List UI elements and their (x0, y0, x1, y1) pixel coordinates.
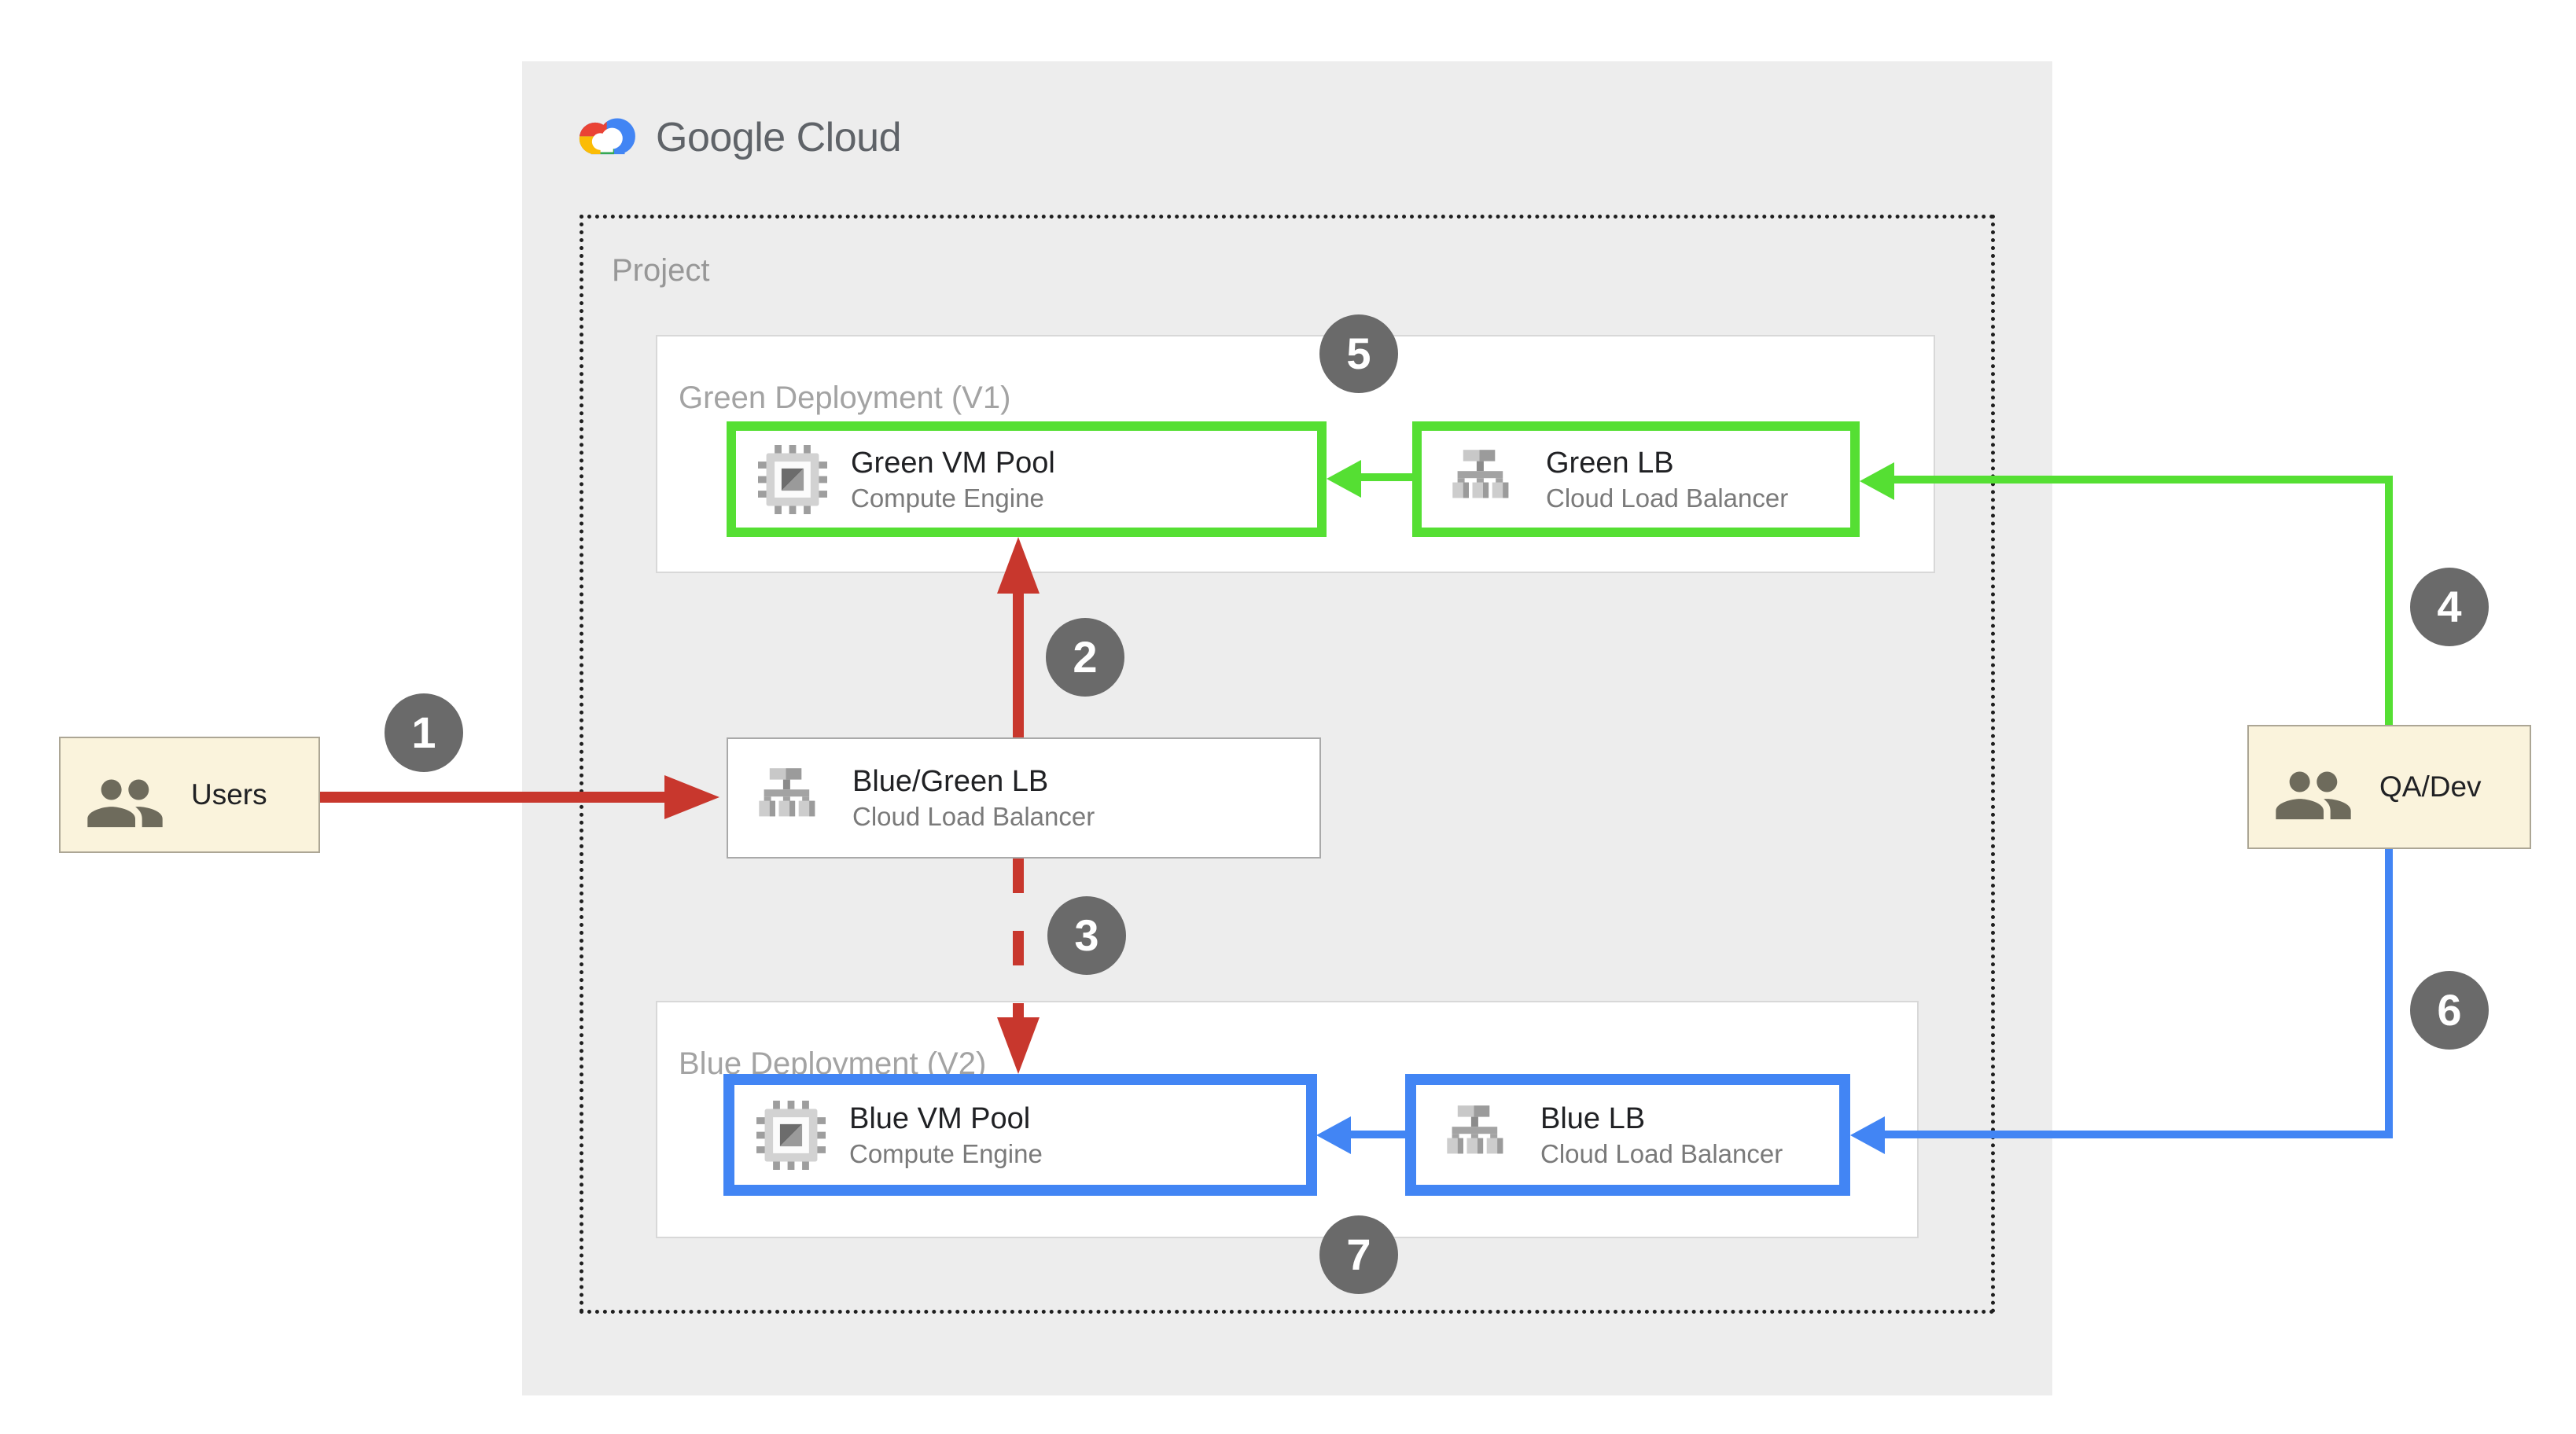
users-actor-box: Users (59, 737, 320, 853)
blue-vm-pool-node: Blue VM Pool Compute Engine (723, 1074, 1317, 1196)
blue-lb-node: Blue LB Cloud Load Balancer (1405, 1074, 1850, 1196)
node-title: Blue VM Pool (849, 1101, 1031, 1135)
lb-to-green-vm-arrow-line (1013, 591, 1024, 737)
brand-wordmark: Google Cloud (656, 114, 902, 160)
step-badge-6: 6 (2410, 971, 2489, 1050)
node-title: Green LB (1546, 446, 1674, 480)
arrow-left-icon (1850, 1116, 1885, 1154)
arrow-left-icon (1316, 1116, 1351, 1154)
lb-to-blue-vm-dashed-line (1013, 859, 1024, 1022)
step-badge-1: 1 (385, 693, 463, 772)
arrow-up-icon (997, 537, 1040, 594)
node-subtitle: Cloud Load Balancer (1540, 1138, 1783, 1168)
load-balancer-icon (1444, 444, 1522, 515)
qa-to-green-lb-line-vertical (2385, 476, 2393, 725)
step-badge-5: 5 (1319, 314, 1398, 393)
node-text: Green LB Cloud Load Balancer (1546, 444, 1788, 515)
step-badge-3: 3 (1047, 896, 1126, 975)
users-label: Users (191, 778, 267, 811)
google-cloud-icon (574, 108, 642, 166)
compute-engine-icon (756, 1100, 826, 1170)
step-badge-7: 7 (1319, 1215, 1398, 1294)
node-subtitle: Cloud Load Balancer (852, 802, 1095, 831)
people-icon (84, 762, 166, 828)
arrow-down-icon (997, 1017, 1040, 1074)
load-balancer-icon (1438, 1100, 1517, 1171)
blue-lb-to-vm-arrow-line (1349, 1131, 1405, 1138)
node-text: Blue LB Cloud Load Balancer (1540, 1100, 1783, 1171)
arrow-left-icon (1327, 460, 1361, 498)
project-boundary: Project (580, 215, 1995, 1314)
node-text: Blue/Green LB Cloud Load Balancer (852, 763, 1095, 833)
arrow-left-icon (1860, 462, 1894, 500)
project-label: Project (612, 253, 710, 288)
blue-green-lb-node: Blue/Green LB Cloud Load Balancer (727, 737, 1321, 859)
node-subtitle: Compute Engine (851, 483, 1044, 513)
green-lb-to-vm-arrow-line (1360, 473, 1412, 481)
qa-dev-label: QA/Dev (2379, 770, 2482, 803)
arrow-right-icon (664, 775, 719, 819)
node-title: Blue LB (1540, 1101, 1646, 1135)
users-to-lb-arrow-line (320, 792, 666, 803)
people-icon (2272, 754, 2354, 820)
qa-to-blue-lb-line-vertical (2385, 849, 2393, 1138)
step-badge-2: 2 (1046, 618, 1124, 697)
google-cloud-logo: Google Cloud (574, 108, 902, 166)
green-lb-node: Green LB Cloud Load Balancer (1412, 421, 1860, 537)
node-title: Green VM Pool (851, 446, 1055, 480)
node-text: Blue VM Pool Compute Engine (849, 1100, 1043, 1171)
load-balancer-icon (750, 763, 829, 833)
qa-dev-actor-box: QA/Dev (2247, 725, 2531, 849)
node-text: Green VM Pool Compute Engine (851, 444, 1055, 515)
node-title: Blue/Green LB (852, 765, 1049, 798)
green-vm-pool-node: Green VM Pool Compute Engine (727, 421, 1327, 537)
qa-to-blue-lb-line-horizontal (1883, 1131, 2393, 1138)
node-subtitle: Compute Engine (849, 1138, 1043, 1168)
node-subtitle: Cloud Load Balancer (1546, 483, 1789, 513)
step-badge-4: 4 (2410, 568, 2489, 646)
compute-engine-icon (758, 444, 827, 514)
qa-to-green-lb-line-horizontal (1893, 476, 2393, 484)
green-deployment-label: Green Deployment (V1) (679, 381, 1011, 415)
